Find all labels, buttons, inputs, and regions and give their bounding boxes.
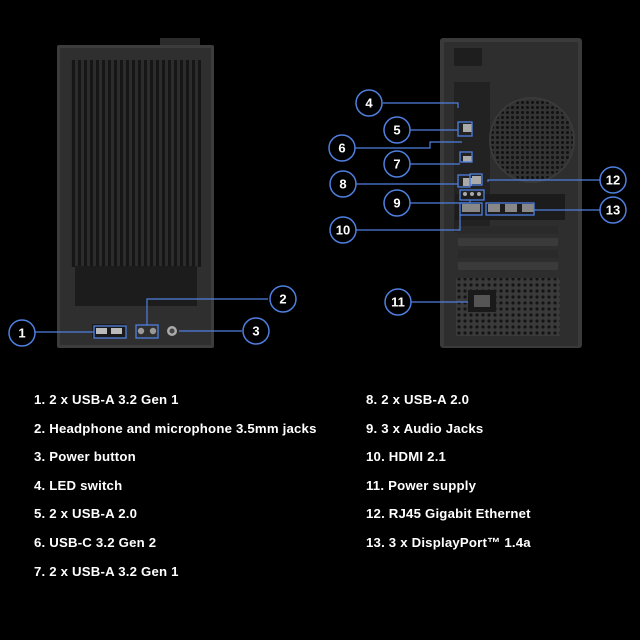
legend-item: 4. LED switch (34, 477, 123, 493)
usb-a-port (463, 178, 472, 186)
callout-8: 8 (329, 170, 357, 198)
usb-a-port (111, 328, 122, 334)
legend-item: 2. Headphone and microphone 3.5mm jacks (34, 420, 317, 436)
rear-tower (440, 38, 582, 348)
legend-item: 12. RJ45 Gigabit Ethernet (366, 506, 531, 522)
legend-item: 7. 2 x USB-A 3.2 Gen 1 (34, 563, 179, 579)
audio-jack (149, 327, 157, 335)
audio-jack (137, 327, 145, 335)
svg-text:9: 9 (393, 196, 400, 211)
legend-item: 5. 2 x USB-A 2.0 (34, 506, 138, 522)
callout-10: 10 (329, 216, 357, 244)
svg-text:4: 4 (365, 96, 373, 111)
hdmi-port (462, 204, 480, 212)
legend-left: 1. 2 x USB-A 3.2 Gen 1 2. Headphone and … (34, 386, 317, 586)
usb-a-port (463, 156, 472, 162)
svg-text:12: 12 (606, 173, 620, 188)
callout-7: 7 (383, 150, 411, 178)
svg-text:13: 13 (606, 203, 620, 218)
displayport (488, 204, 500, 212)
front-lower-panel (75, 266, 197, 306)
legend-item: 11. Power supply (366, 477, 477, 493)
audio-jack (463, 192, 467, 196)
legend-item: 3. Power button (34, 449, 136, 465)
svg-text:5: 5 (393, 123, 400, 138)
callout-5: 5 (383, 116, 411, 144)
displayport (522, 204, 534, 212)
front-tower (57, 38, 214, 348)
usb-a-port (463, 124, 472, 132)
displayport (505, 204, 517, 212)
pc-diagram: 1 2 3 4 5 6 7 8 9 10 11 12 13 (8, 38, 627, 348)
usb-a-port (96, 328, 107, 334)
front-vent-grille (70, 60, 201, 267)
highlight-boxes (93, 121, 535, 339)
callout-12: 12 (599, 166, 627, 194)
callout-4: 4 (355, 89, 383, 117)
svg-text:8: 8 (339, 177, 346, 192)
legend-item: 13. 3 x DisplayPort™ 1.4a (366, 534, 531, 550)
callout-3: 3 (242, 317, 270, 345)
svg-text:10: 10 (336, 223, 350, 238)
ethernet-port (472, 176, 481, 184)
rear-fan-grille (490, 98, 574, 182)
callout-6: 6 (328, 134, 356, 162)
svg-text:7: 7 (393, 157, 400, 172)
svg-text:3: 3 (252, 324, 259, 339)
legend-item: 9. 3 x Audio Jacks (366, 420, 484, 436)
legend-item: 1. 2 x USB-A 3.2 Gen 1 (34, 392, 179, 407)
svg-text:6: 6 (338, 141, 345, 156)
callout-2: 2 (269, 285, 297, 313)
leader-lines (35, 102, 600, 333)
callout-circles: 1 2 3 4 5 6 7 8 9 10 11 12 13 (8, 89, 627, 347)
legend-item: 10. HDMI 2.1 (366, 449, 447, 465)
legend-item: 8. 2 x USB-A 2.0 (366, 392, 470, 407)
svg-text:1: 1 (18, 326, 25, 341)
legend-right: 8. 2 x USB-A 2.0 9. 3 x Audio Jacks 10. … (366, 386, 531, 558)
audio-jack (477, 192, 481, 196)
callout-11: 11 (384, 288, 412, 316)
callout-9: 9 (383, 189, 411, 217)
audio-jack (470, 192, 474, 196)
callout-13: 13 (599, 196, 627, 224)
svg-text:11: 11 (391, 295, 405, 310)
svg-text:2: 2 (279, 292, 286, 307)
callout-1: 1 (8, 319, 36, 347)
legend-item: 6. USB-C 3.2 Gen 2 (34, 534, 157, 550)
